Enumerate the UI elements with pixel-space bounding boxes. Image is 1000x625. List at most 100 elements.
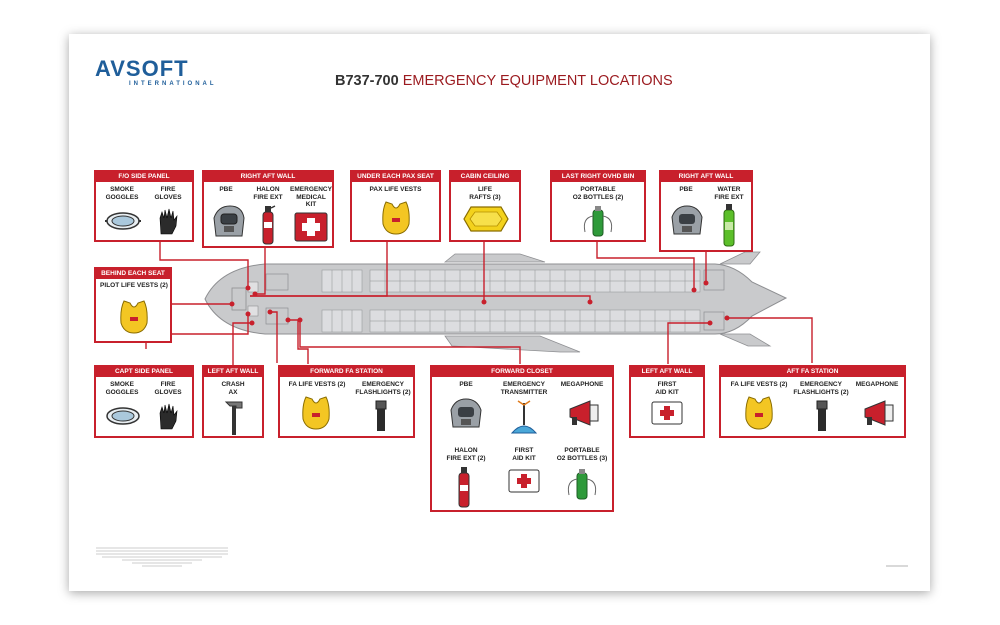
pbe-hood-icon	[671, 205, 703, 235]
box-header: LEFT AFT WALL	[204, 367, 262, 377]
halon-fire-ext-item: HALON FIRE EXT (2)	[436, 447, 496, 462]
megaphone-icon	[569, 400, 599, 426]
fire-gloves-item: FIRE GLOVES	[146, 186, 190, 201]
life-vest-icon	[745, 396, 773, 430]
life-raft-icon	[463, 206, 509, 232]
item-label: WATER FIRE EXT	[714, 186, 744, 201]
megaphone-icon	[864, 400, 894, 426]
item-label: HALON FIRE EXT	[253, 186, 283, 201]
first-aid-kit-item: FIRST AID KIT	[633, 381, 701, 396]
item-label: LIFE RAFTS (3)	[469, 186, 501, 201]
goggles-icon	[106, 407, 140, 425]
water-extinguisher-icon	[723, 204, 735, 247]
smoke-goggles-item: SMOKE GOGGLES	[100, 381, 144, 396]
item-label: FIRST AID KIT	[655, 381, 679, 396]
box-header: CAPT SIDE PANEL	[96, 367, 192, 377]
wing-left	[444, 335, 581, 353]
flashlight-icon	[816, 400, 828, 431]
item-label: EMERGENCY MEDICAL KIT	[290, 186, 332, 208]
goggles-icon	[105, 212, 141, 230]
life-vest-icon	[302, 396, 330, 430]
box-left-aft-wall-aft: LEFT AFT WALL FIRST AID KIT	[629, 365, 705, 438]
emergency-transmitter-item: EMERGENCY TRANSMITTER	[494, 381, 554, 396]
box-header: FORWARD CLOSET	[432, 367, 612, 377]
portable-o2-bottles-item: PORTABLE O2 BOTTLES (2)	[554, 186, 642, 201]
box-header: FORWARD FA STATION	[280, 367, 413, 377]
item-label: SMOKE GOGGLES	[105, 381, 139, 396]
gloves-icon	[159, 208, 178, 235]
box-forward-closet: FORWARD CLOSET PBE EMERGENCY TRANSMITTER…	[430, 365, 614, 512]
box-header: AFT FA STATION	[721, 367, 904, 377]
halon-fire-ext-item: HALON FIRE EXT	[248, 186, 288, 201]
megaphone-item: MEGAPHONE	[552, 381, 612, 389]
item-label: MEGAPHONE	[855, 381, 899, 388]
item-label: PORTABLE O2 BOTTLES (3)	[556, 447, 608, 462]
box-capt-side-panel: CAPT SIDE PANEL SMOKE GOGGLES FIRE GLOVE…	[94, 365, 194, 438]
item-label: SMOKE GOGGLES	[105, 186, 139, 201]
box-forward-fa-station: FORWARD FA STATION FA LIFE VESTS (2) EME…	[278, 365, 415, 438]
emergency-medical-kit-item: EMERGENCY MEDICAL KIT	[288, 186, 334, 209]
flashlight-icon	[375, 400, 387, 431]
box-header: CABIN CEILING	[451, 172, 519, 182]
item-label: PBE	[459, 381, 473, 388]
item-label: PAX LIFE VESTS	[369, 186, 422, 193]
box-right-aft-wall-aft: RIGHT AFT WALL PBE WATER FIRE EXT	[659, 170, 753, 252]
water-fire-ext-item: WATER FIRE EXT	[707, 186, 751, 201]
transmitter-icon	[510, 400, 538, 434]
item-label: PBE	[679, 186, 693, 193]
o2-bottle-icon	[567, 469, 597, 500]
box-fo-side-panel: F/O SIDE PANEL SMOKE GOGGLES FIRE GLOVES	[94, 170, 194, 242]
avsoft-logo: AVSOFT INTERNATIONAL	[95, 56, 217, 88]
stabilizer-right	[719, 251, 761, 265]
fire-extinguisher-icon	[262, 205, 276, 245]
aft-lav	[703, 311, 725, 331]
box-left-aft-wall-fwd: LEFT AFT WALL CRASH AX	[202, 365, 264, 438]
box-header: F/O SIDE PANEL	[96, 172, 192, 182]
portable-o2-bottles-item: PORTABLE O2 BOTTLES (3)	[552, 447, 612, 462]
pbe-item: PBE	[206, 186, 246, 194]
fa-life-vests-item: FA LIFE VESTS (2)	[282, 381, 352, 389]
pilot-life-vests-item: PILOT LIFE VESTS (2)	[98, 282, 170, 290]
cockpit-panel	[231, 287, 247, 311]
item-label: EMERGENCY TRANSMITTER	[500, 381, 548, 396]
item-label: FIRE GLOVES	[154, 186, 182, 201]
seat-dividers	[331, 270, 700, 332]
item-label: MEGAPHONE	[560, 381, 604, 388]
megaphone-item: MEGAPHONE	[849, 381, 905, 389]
doc-number	[886, 565, 908, 567]
box-aft-fa-station: AFT FA STATION FA LIFE VESTS (2) EMERGEN…	[719, 365, 906, 438]
box-last-right-ovhd-bin: LAST RIGHT OVHD BIN PORTABLE O2 BOTTLES …	[550, 170, 646, 242]
box-under-each-pax-seat: UNDER EACH PAX SEAT PAX LIFE VESTS	[350, 170, 441, 242]
box-cabin-ceiling: CABIN CEILING LIFE RAFTS (3)	[449, 170, 521, 242]
item-label: PILOT LIFE VESTS (2)	[100, 282, 168, 289]
fa-life-vests-item: FA LIFE VESTS (2)	[723, 381, 795, 389]
box-header: UNDER EACH PAX SEAT	[352, 172, 439, 182]
emergency-flashlights-item: EMERGENCY FLASHLIGHTS (2)	[352, 381, 414, 396]
box-header: RIGHT AFT WALL	[204, 172, 332, 182]
life-vest-icon	[120, 300, 148, 334]
crash-ax-item: CRASH AX	[206, 381, 260, 396]
first-aid-kit-item: FIRST AID KIT	[494, 447, 554, 462]
title-model: B737-700	[335, 73, 399, 89]
box-right-aft-wall-fwd: RIGHT AFT WALL PBE HALON FIRE EXT EMERGE…	[202, 170, 334, 248]
pbe-item: PBE	[663, 186, 709, 194]
pbe-item: PBE	[436, 381, 496, 389]
item-label: EMERGENCY FLASHLIGHTS (2)	[355, 381, 411, 396]
logo-brand: AVSOFT	[95, 56, 189, 81]
box-header: BEHIND EACH SEAT	[96, 269, 170, 279]
aft-galley	[703, 269, 725, 291]
wing-right	[443, 253, 546, 263]
fire-extinguisher-icon	[458, 467, 470, 508]
box-header: LAST RIGHT OVHD BIN	[552, 172, 644, 182]
logo-sub: INTERNATIONAL	[129, 81, 217, 87]
gloves-icon	[159, 403, 178, 430]
stabilizer-left	[719, 333, 772, 347]
pax-life-vests-item: PAX LIFE VESTS	[354, 186, 437, 194]
title-rest: EMERGENCY EQUIPMENT LOCATIONS	[402, 73, 673, 89]
first-aid-kit-icon	[508, 469, 540, 493]
pilot-seat-left	[247, 305, 259, 317]
fwd-galley	[265, 273, 289, 291]
o2-bottle-icon	[583, 206, 613, 237]
crash-ax-icon	[224, 401, 243, 435]
fire-gloves-item: FIRE GLOVES	[146, 381, 190, 396]
